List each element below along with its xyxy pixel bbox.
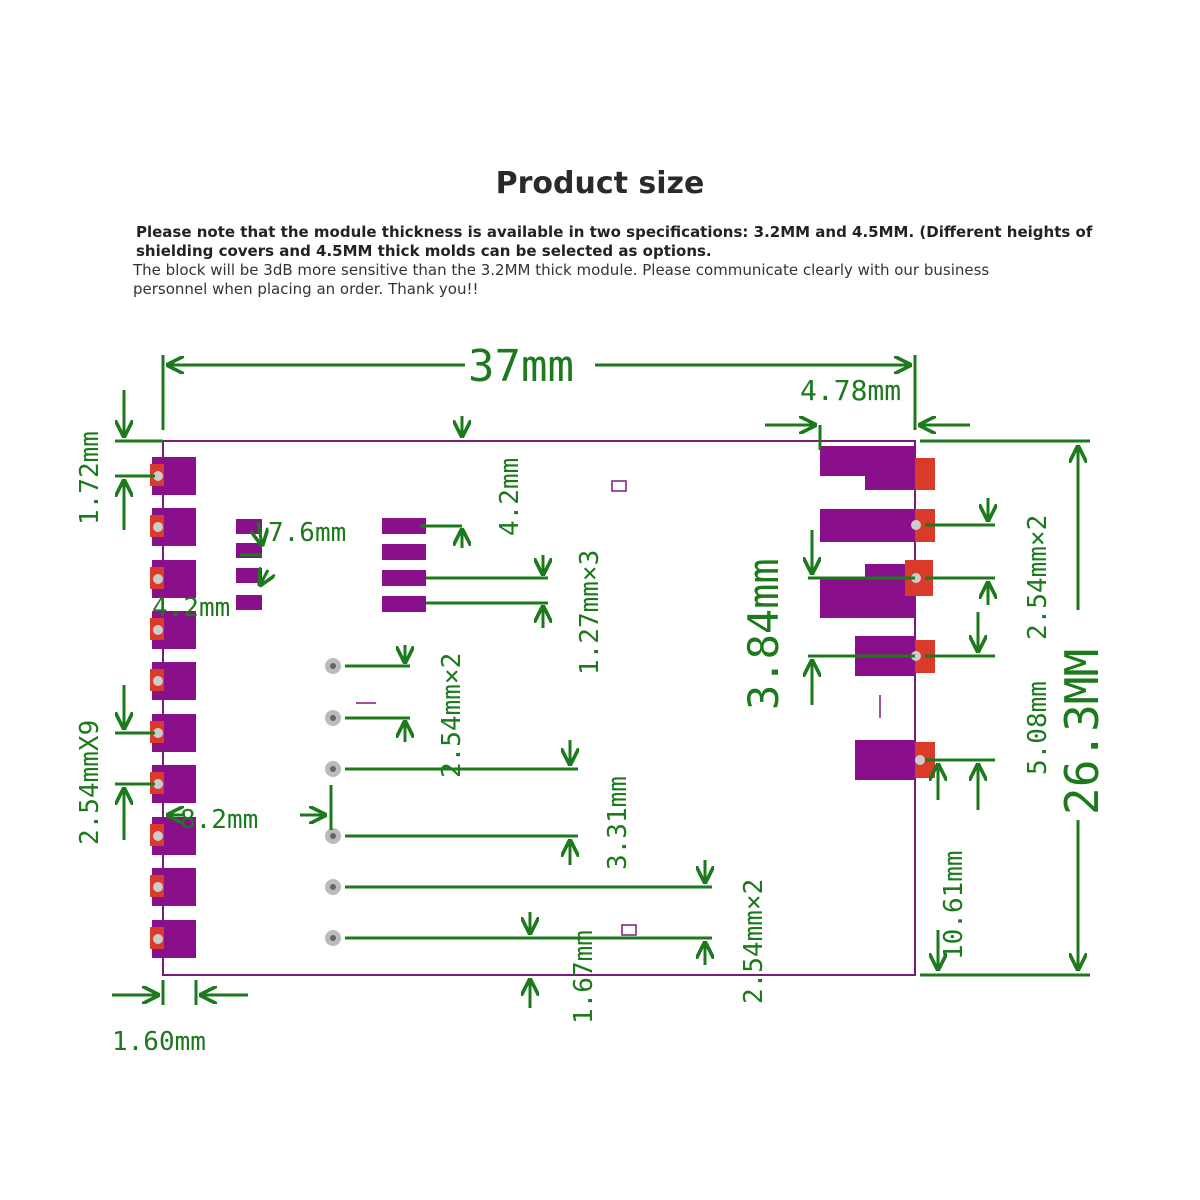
left-pad: [150, 765, 196, 803]
left-pitch-label: 2.54mmX9: [75, 720, 105, 845]
top-offset-label: 1.72mm: [75, 431, 105, 525]
bottom-pitch-label: 2.54mm×2: [739, 879, 769, 1004]
left-pad: [150, 662, 196, 700]
module-outline: [162, 440, 916, 976]
width-label: 37mm: [468, 341, 574, 392]
right-pitch-top-label: 2.54mm×2: [1023, 515, 1053, 640]
left-pad: [150, 508, 196, 546]
bottom-offset-label: 1.67mm: [569, 930, 599, 1024]
thickness-note: Please note that the module thickness is…: [136, 223, 1092, 261]
note-line-3: The block will be 3dB more sensitive tha…: [133, 261, 990, 279]
height-label: 26.3MM: [1055, 649, 1109, 815]
note-line-2: shielding covers and 4.5MM thick molds c…: [136, 242, 712, 260]
note-line-4: personnel when placing an order. Thank y…: [133, 280, 479, 298]
right-bottom-label: 10.61mm: [939, 850, 969, 960]
fiducial-mark: [611, 480, 627, 492]
right-pad-group: [820, 446, 935, 780]
pad-width-label: 1.60mm: [112, 1027, 206, 1057]
left-pad: [150, 817, 196, 855]
mid-pitch-label: 2.54mm×2: [437, 653, 467, 778]
left-pad: [150, 920, 196, 958]
page-title: Product size: [495, 166, 705, 201]
small-pads-label: 7.6mm: [268, 518, 346, 548]
left-margin-label: 8.2mm: [180, 805, 258, 835]
left-pad: [150, 868, 196, 906]
sensitivity-note: The block will be 3dB more sensitive tha…: [133, 261, 989, 299]
left-pad-column: [150, 457, 196, 958]
right-block-label: 4.78mm: [800, 374, 901, 407]
left-inset-label: 4.2mm: [152, 593, 230, 623]
left-pad: [150, 560, 196, 598]
left-pad: [150, 457, 196, 495]
mid-gap-label: 3.31mm: [603, 776, 633, 870]
top-inset-label: 4.2mm: [495, 458, 525, 536]
right-gap-label: 3.84mm: [739, 558, 788, 710]
note-line-1: Please note that the module thickness is…: [136, 223, 1093, 241]
fiducial-mark: [621, 924, 637, 936]
through-hole-column: [325, 658, 341, 946]
left-pad: [150, 611, 196, 649]
fine-pitch-pad-stack: [382, 518, 426, 612]
right-pitch-bottom-label: 5.08mm: [1023, 681, 1053, 775]
small-pad-stack: [236, 519, 262, 610]
left-pad: [150, 714, 196, 752]
pitch-127-label: 1.27mm×3: [575, 550, 605, 675]
